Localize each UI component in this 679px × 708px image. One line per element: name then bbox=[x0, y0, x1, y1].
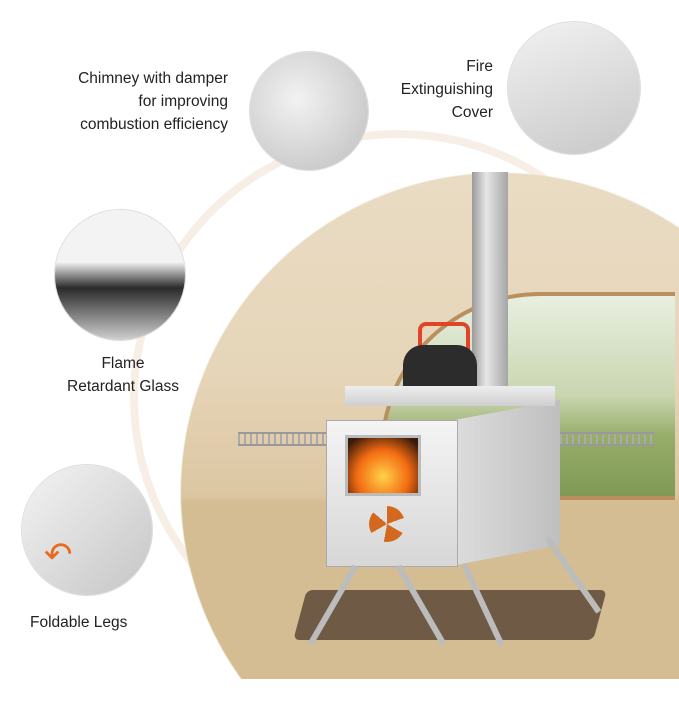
label-line: Retardant Glass bbox=[67, 378, 179, 395]
extinguishing-cover-detail bbox=[508, 22, 640, 154]
fold-arrow-icon: ↶ bbox=[44, 536, 73, 574]
stove-side bbox=[456, 400, 560, 565]
right-shelf bbox=[560, 432, 655, 446]
left-shelf bbox=[238, 432, 328, 446]
cover-label: Fire Extinguishing Cover bbox=[380, 55, 493, 124]
fire-window bbox=[345, 435, 421, 496]
chimney-pipe bbox=[472, 172, 508, 392]
label-line: Chimney with damper bbox=[78, 70, 228, 87]
chimney-damper-detail bbox=[250, 52, 368, 170]
label-line: Extinguishing bbox=[400, 81, 493, 98]
kettle-handle bbox=[418, 322, 470, 356]
foldable-leg-detail: ↶ bbox=[22, 465, 152, 595]
chimney-label: Chimney with damper for improving combus… bbox=[52, 67, 228, 136]
legs-label: Foldable Legs bbox=[30, 611, 127, 634]
air-vent-icon bbox=[369, 506, 405, 542]
stove-front bbox=[326, 420, 458, 567]
stove-top bbox=[345, 386, 555, 406]
label-line: Cover bbox=[451, 104, 493, 121]
glass-label: Flame Retardant Glass bbox=[40, 352, 206, 398]
glass-door-detail bbox=[55, 210, 185, 340]
label-line: combustion efficiency bbox=[80, 116, 228, 133]
label-line: Flame bbox=[101, 355, 145, 372]
label-line: for improving bbox=[138, 93, 228, 110]
label-line: Fire bbox=[466, 58, 493, 75]
label-line: Foldable Legs bbox=[30, 614, 128, 631]
